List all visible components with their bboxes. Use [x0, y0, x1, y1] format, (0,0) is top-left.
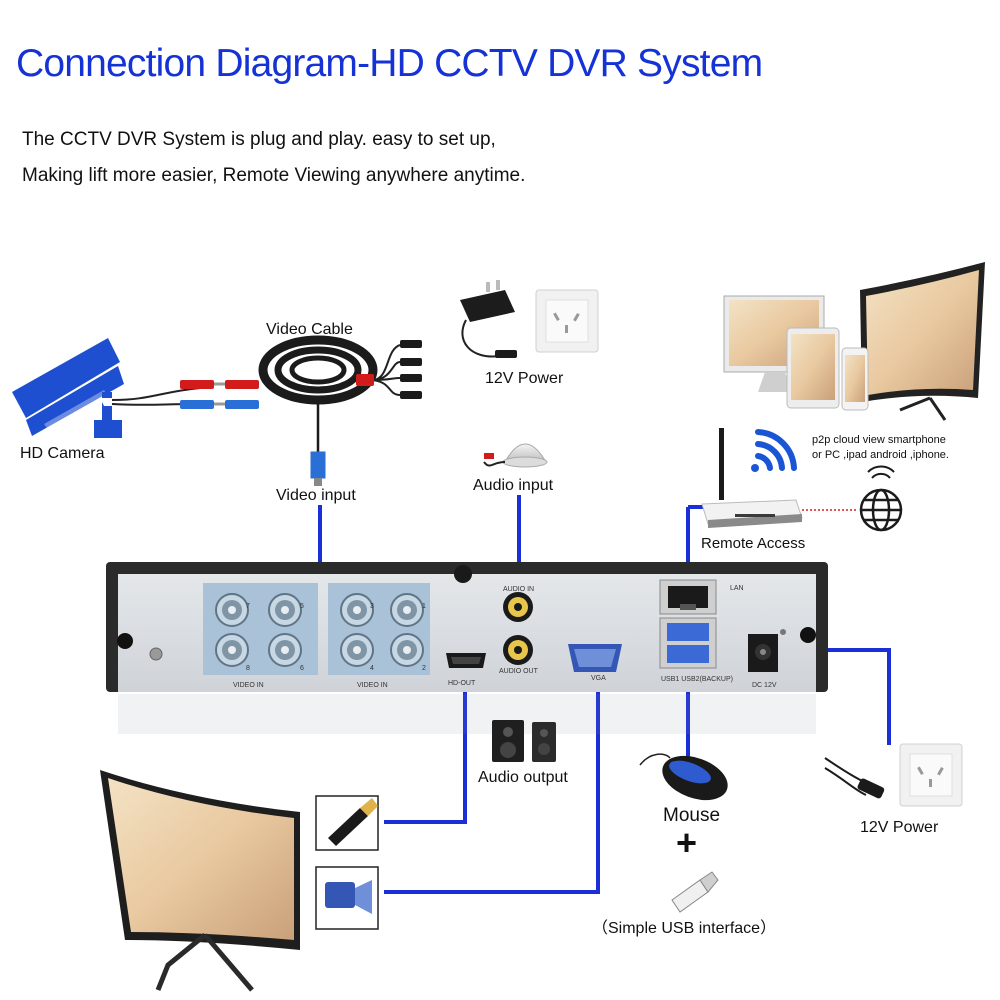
page-title: Connection Diagram-HD CCTV DVR System — [16, 42, 763, 85]
label-p2p-line-1: p2p cloud view smartphone — [812, 434, 946, 446]
bnc-connector — [268, 633, 302, 667]
label-mouse: Mouse — [663, 805, 721, 826]
microphone-icon — [483, 443, 548, 468]
speakers-icon — [492, 720, 556, 762]
panel-ch-8: 8 — [246, 665, 250, 672]
panel-ch-7: 7 — [246, 603, 250, 610]
bnc-connector — [215, 633, 249, 667]
panel-lan: LAN — [730, 585, 744, 592]
label-video-cable: Video Cable — [266, 321, 353, 338]
bnc-connector — [215, 593, 249, 627]
panel-ch-6: 6 — [300, 665, 304, 672]
bnc-connector — [340, 593, 374, 627]
mouse-icon — [639, 753, 728, 801]
dvr-rear-panel — [106, 562, 828, 692]
power-splitter — [356, 340, 422, 399]
dc-port — [748, 629, 786, 672]
bnc-connector — [340, 633, 374, 667]
label-plus: + — [676, 822, 698, 863]
globe-icon — [859, 465, 903, 532]
panel-ch-1: 1 — [422, 603, 426, 610]
panel-reflection — [118, 694, 816, 734]
subtitle-line-1: The CCTV DVR System is plug and play. ea… — [22, 129, 496, 150]
curved-monitor-bottom — [100, 770, 300, 992]
video-cable — [111, 380, 259, 409]
audio-in-port — [503, 592, 533, 622]
tablet-icon — [786, 327, 840, 409]
panel-audio-out: AUDIO OUT — [499, 668, 539, 675]
cable-reel-icon — [258, 335, 378, 486]
label-hd-camera: HD Camera — [20, 445, 105, 462]
adapter-icon — [460, 280, 517, 358]
label-p2p-line-2: or PC ,ipad android ,iphone. — [812, 449, 949, 461]
panel-usb: USB1 USB2(BACKUP) — [661, 676, 733, 683]
vga-plug-icon — [315, 866, 379, 930]
label-audio-input: Audio input — [473, 477, 554, 494]
panel-vga: VGA — [591, 675, 606, 682]
subtitle-line-2: Making lift more easier, Remote Viewing … — [22, 165, 526, 186]
bnc-ports — [215, 593, 424, 667]
usb-stick-icon — [671, 871, 719, 913]
label-power-top: 12V Power — [485, 370, 564, 387]
audio-out-port — [503, 635, 533, 665]
bnc-connector — [390, 633, 424, 667]
label-video-input: Video input — [276, 487, 356, 504]
connection-lines — [318, 495, 891, 894]
panel-hdmi-out: HD-OUT — [448, 680, 476, 687]
wifi-icon — [751, 429, 797, 472]
panel-ch-5: 5 — [300, 603, 304, 610]
panel-ch-3: 3 — [370, 603, 374, 610]
router-icon — [701, 428, 803, 528]
panel-ch-2: 2 — [422, 665, 426, 672]
panel-ch-4: 4 — [370, 665, 374, 672]
label-audio-output: Audio output — [478, 769, 568, 786]
power-cable-icon — [824, 757, 885, 799]
bnc-connector — [268, 593, 302, 627]
label-power-bottom: 12V Power — [860, 819, 939, 836]
wall-socket-icon-bottom — [899, 743, 963, 807]
wall-socket-icon — [535, 289, 599, 353]
lan-port — [659, 579, 717, 615]
panel-video-in-left: VIDEO IN — [233, 682, 264, 689]
vga-port — [568, 644, 622, 672]
phone-icon — [841, 347, 869, 411]
panel-audio-in: AUDIO IN — [503, 586, 534, 593]
usb-ports — [659, 617, 717, 669]
bnc-connector — [390, 593, 424, 627]
curved-monitor-top — [860, 262, 985, 421]
panel-labels: VIDEO IN VIDEO IN HD-OUT VGA AUDIO IN AU… — [233, 585, 777, 689]
label-usb-interface: （Simple USB interface） — [592, 920, 777, 937]
camera-icon — [12, 338, 124, 438]
label-remote-access: Remote Access — [701, 535, 806, 552]
hdmi-port — [446, 653, 486, 668]
hdmi-plug-icon — [315, 795, 379, 851]
panel-dc: DC 12V — [752, 682, 777, 689]
panel-video-in-right: VIDEO IN — [357, 682, 388, 689]
